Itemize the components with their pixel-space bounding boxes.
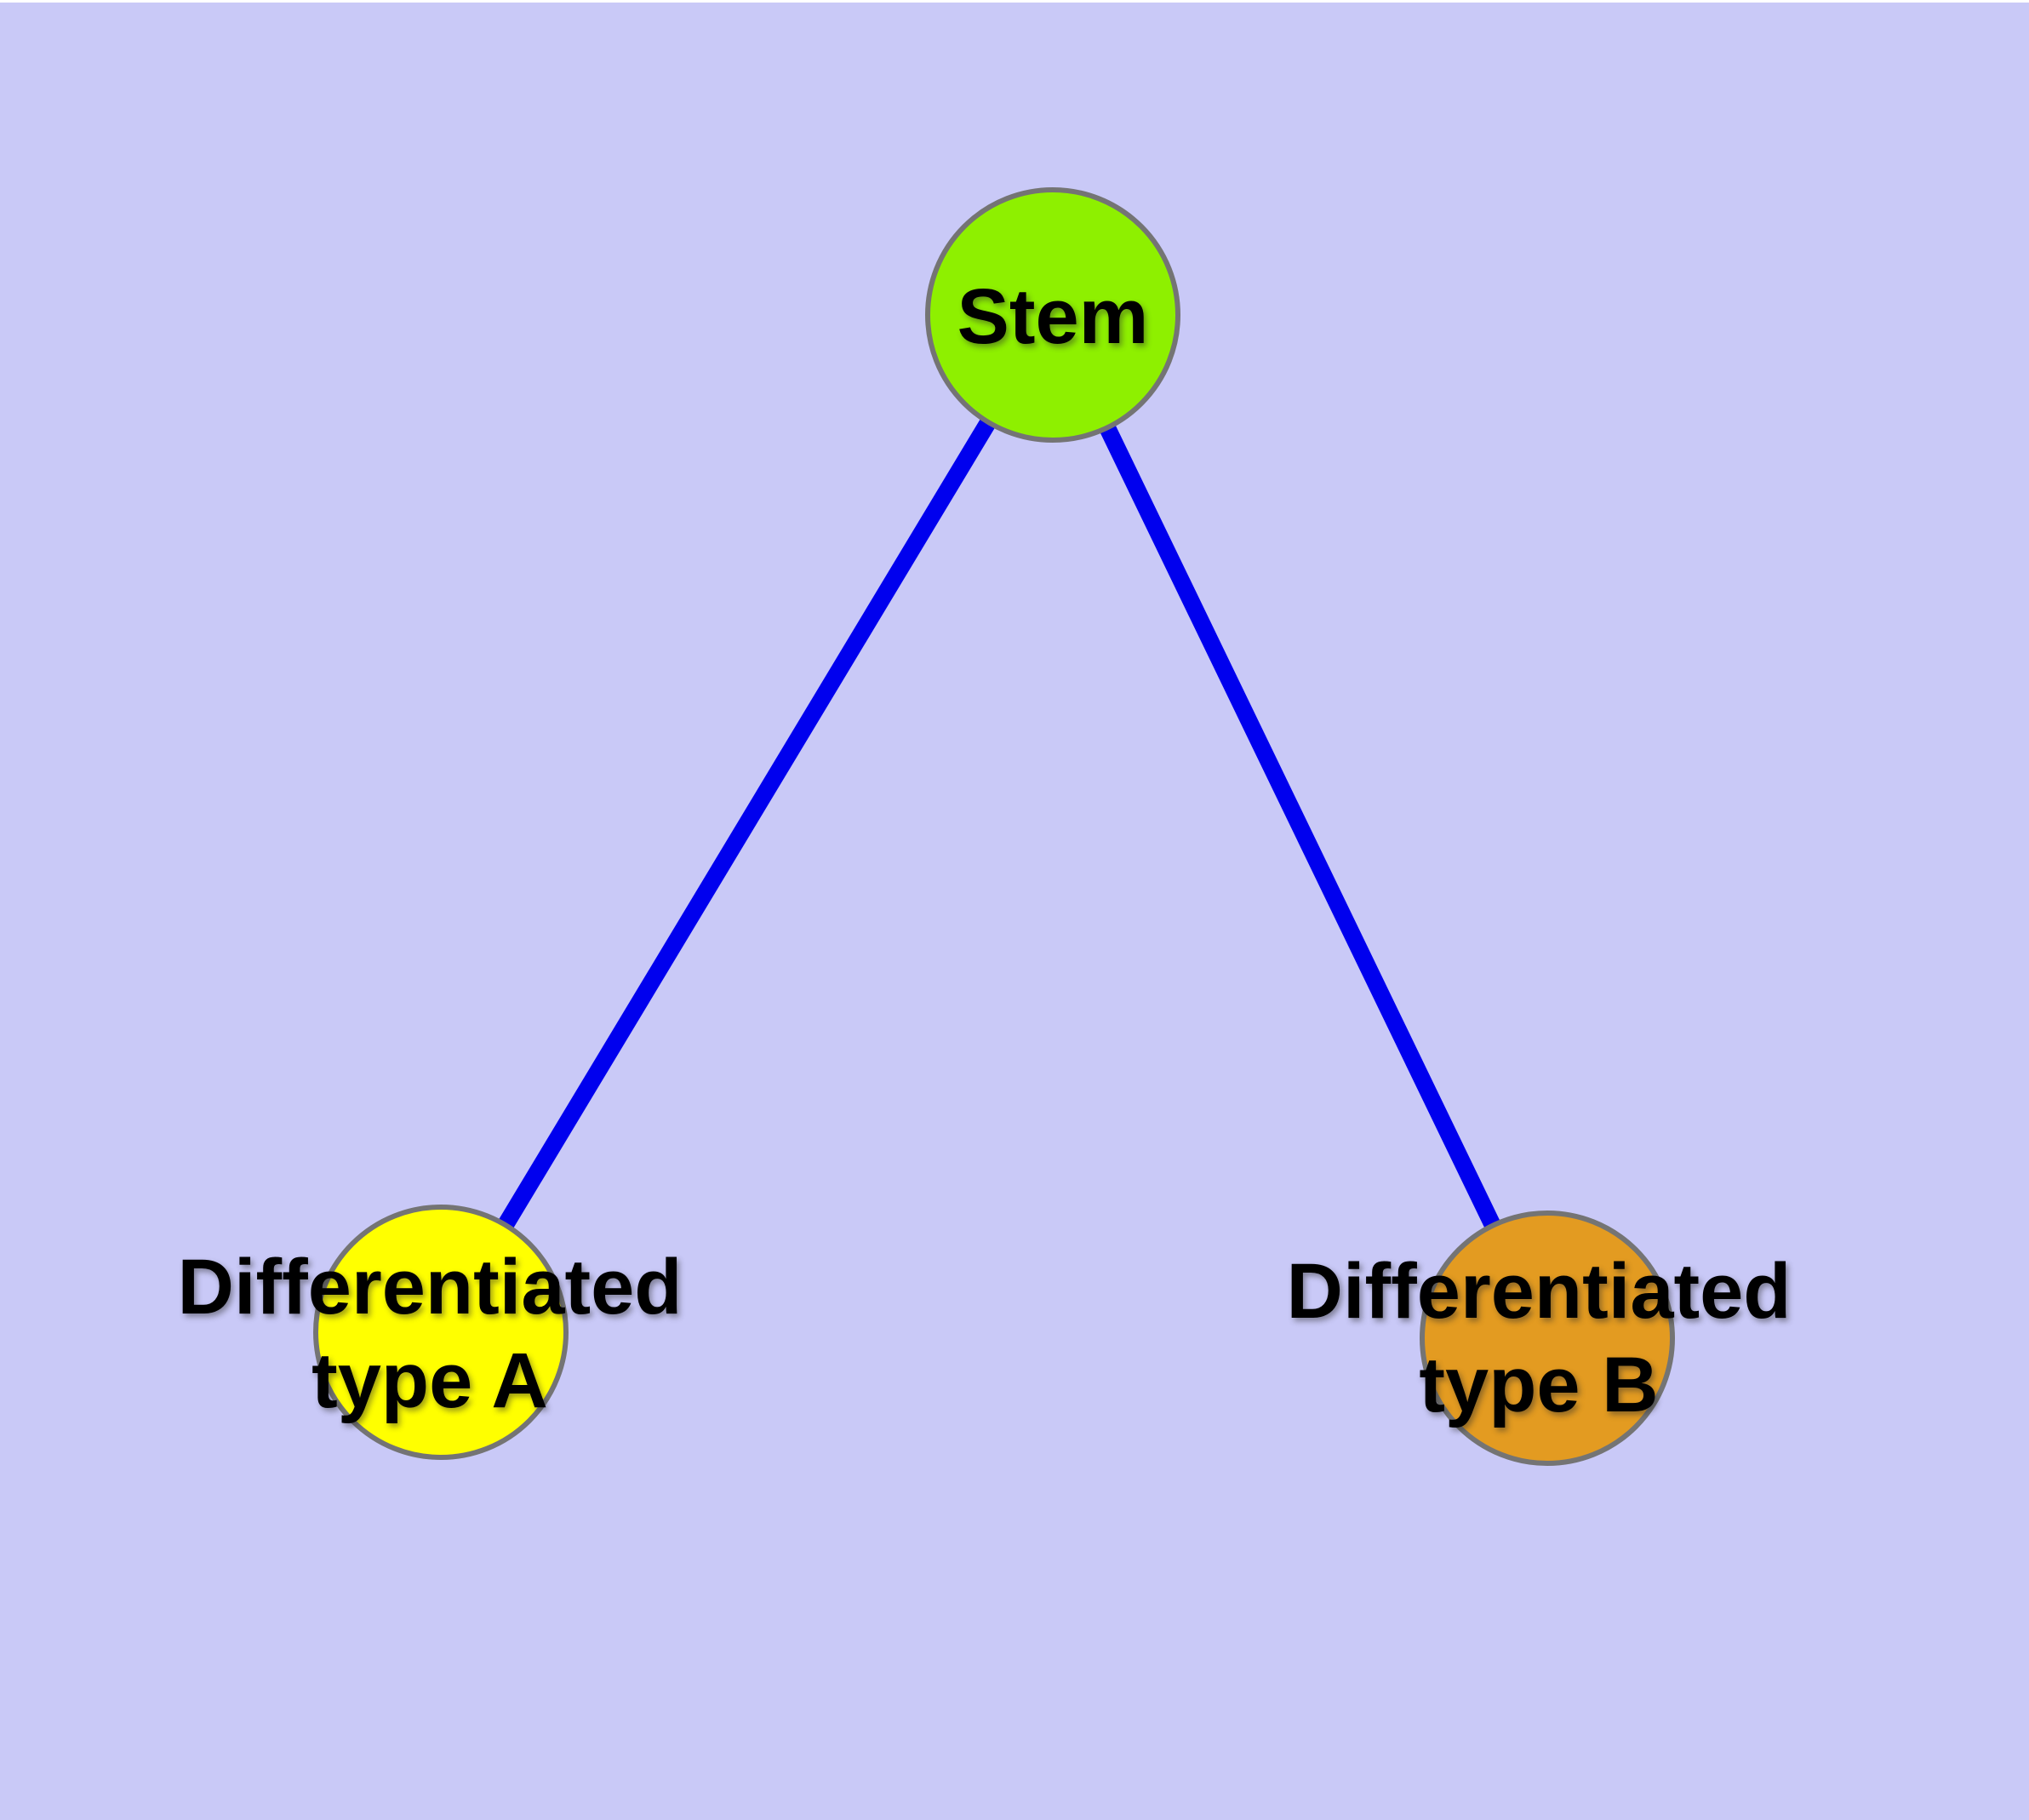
node-label-stem-line-1: Stem: [957, 273, 1149, 360]
edge-stem-to-type-b: [1044, 311, 1556, 1342]
node-label-differentiated-type-b: Differentiated type B: [1287, 1245, 1792, 1432]
node-label-stem: Stem: [957, 270, 1149, 363]
node-differentiated-type-b: [1420, 1210, 1675, 1466]
node-label-type-a-line-1: Differentiated: [177, 1244, 683, 1331]
edge-stem-to-type-a: [433, 310, 1060, 1337]
node-label-type-a-line-2: type A: [311, 1337, 548, 1424]
node-label-differentiated-type-a: Differentiated type A: [178, 1240, 683, 1428]
node-differentiated-type-a: [313, 1205, 569, 1460]
top-border-strip: [0, 0, 2029, 3]
node-label-type-b-line-2: type B: [1419, 1342, 1659, 1428]
node-label-type-b-line-1: Differentiated: [1286, 1248, 1792, 1335]
node-stem: [925, 187, 1180, 443]
